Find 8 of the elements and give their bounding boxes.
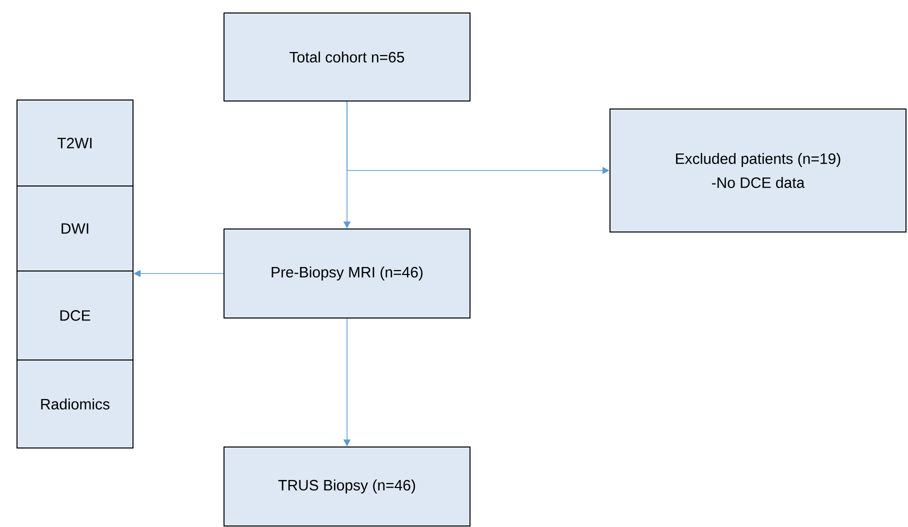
process-box: DCE [16, 270, 134, 360]
process-box: Pre-Biopsy MRI (n=46) [224, 228, 470, 318]
process-box: Total cohort n=65 [224, 12, 470, 102]
process-box: Excluded patients (n=19) -No DCE data [610, 108, 906, 232]
process-box: DWI [16, 186, 134, 272]
process-box: T2WI [16, 100, 134, 186]
process-box: Radiomics [16, 360, 134, 448]
process-box: TRUS Biopsy (n=46) [224, 446, 470, 526]
